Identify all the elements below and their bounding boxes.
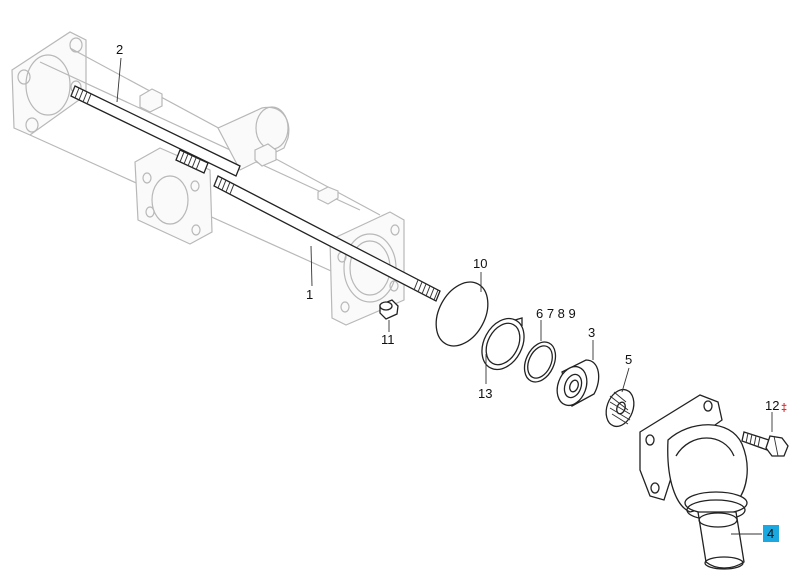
shaft-part-2 (70, 85, 241, 177)
callout-4[interactable]: 4 (767, 526, 774, 541)
callout-5: 5 (625, 352, 632, 367)
ring-part-6789 (523, 341, 557, 383)
highlight-box-4 (763, 525, 779, 542)
leader-lines (116, 57, 773, 535)
bearing-part-3 (556, 359, 600, 407)
shaft-part-1 (213, 175, 441, 302)
callout-10: 10 (473, 256, 487, 271)
callout-1: 1 (306, 287, 313, 302)
callout-12: 12 (765, 398, 779, 413)
o-ring-part-10 (435, 281, 489, 347)
callout-labels: 2 1 10 11 6 7 8 9 3 13 5 12 ‡ 4 (116, 42, 787, 542)
bolt-part-12 (741, 431, 789, 457)
circlip-part-13 (481, 317, 525, 371)
callout-3: 3 (588, 325, 595, 340)
gear-part-5 (605, 388, 635, 428)
housing-ghost (11, 31, 405, 326)
callout-13: 13 (478, 386, 492, 401)
pin-part-11 (379, 299, 399, 320)
red-dagger-marker: ‡ (781, 402, 787, 414)
callout-6789: 6 7 8 9 (536, 306, 576, 321)
callout-2: 2 (116, 42, 123, 57)
elbow-part-4 (639, 394, 748, 570)
callout-11: 11 (381, 332, 395, 347)
